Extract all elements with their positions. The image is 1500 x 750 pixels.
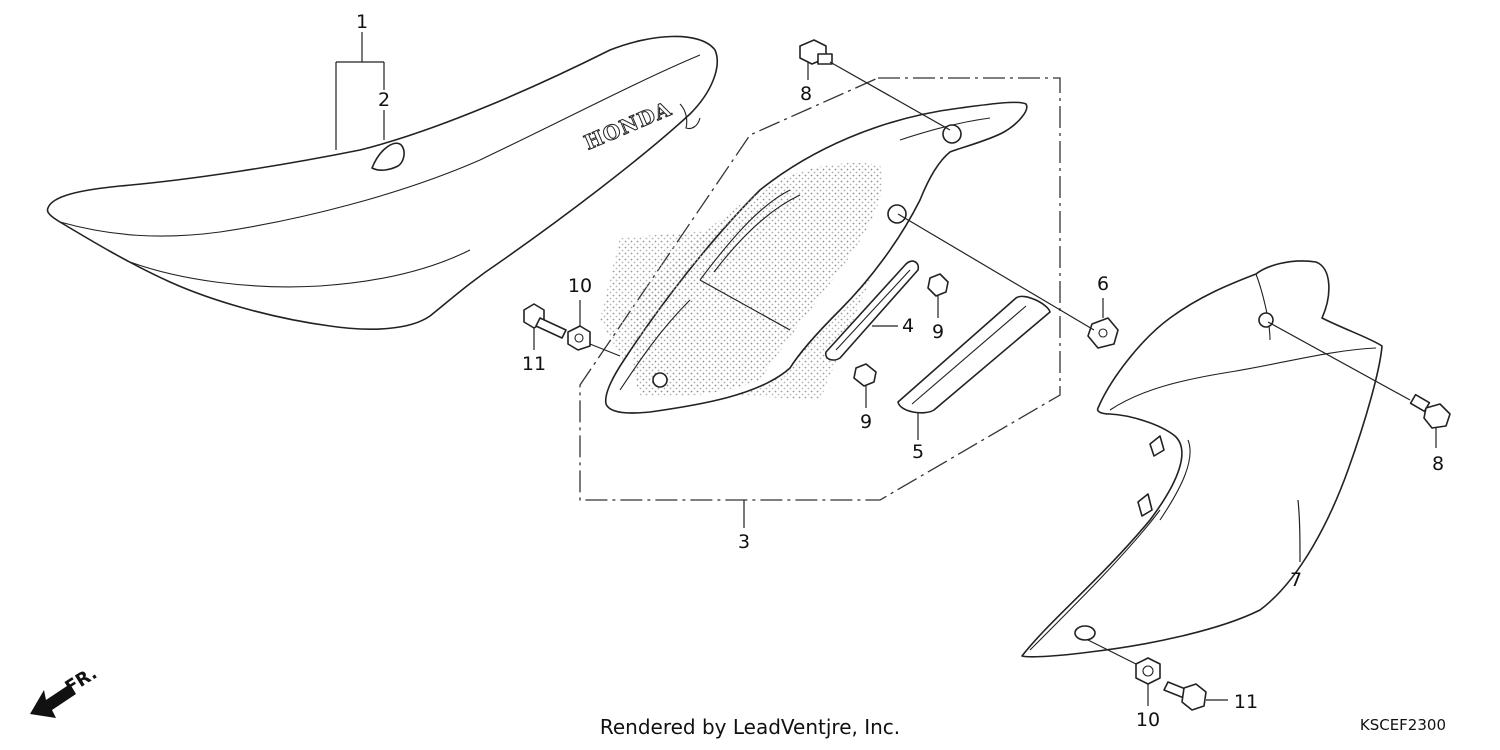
callout-11-right: 11 — [1234, 691, 1258, 713]
bolt-11-right — [1163, 681, 1207, 711]
diagram-code: KSCEF2300 — [1360, 716, 1446, 734]
callout-10-right: 10 — [1136, 709, 1160, 731]
pad-part-5 — [897, 295, 1051, 414]
callout-3: 3 — [738, 531, 750, 553]
callout-7: 7 — [1290, 569, 1302, 591]
callout-10-left: 10 — [568, 275, 592, 297]
assembly-outline — [579, 77, 1061, 501]
callout-8-right: 8 — [1432, 453, 1444, 475]
leader-lines — [335, 32, 1437, 706]
callout-8-top: 8 — [800, 83, 812, 105]
callout-6: 6 — [1097, 273, 1109, 295]
bolt-11-left — [523, 303, 567, 339]
callout-2: 2 — [378, 89, 390, 111]
render-credit: Rendered by LeadVentjre, Inc. — [600, 715, 900, 739]
bolt-8-right — [1409, 393, 1451, 429]
front-direction-indicator: FR. — [30, 663, 101, 718]
callout-9-lower: 9 — [860, 411, 872, 433]
callout-11-left: 11 — [522, 353, 546, 375]
nut-9-lower — [853, 363, 877, 387]
callout-9-upper: 9 — [932, 321, 944, 343]
washer-10-right — [1135, 657, 1161, 685]
washer-10-left — [567, 325, 591, 351]
front-arrow-icon — [30, 684, 76, 718]
bolt-8-top — [799, 39, 833, 65]
side-cover-outer — [1021, 260, 1383, 658]
nut-6 — [1087, 317, 1119, 349]
callout-4: 4 — [902, 315, 914, 337]
nut-9-upper — [927, 273, 949, 297]
callout-5: 5 — [912, 441, 924, 463]
callout-1: 1 — [356, 11, 368, 33]
